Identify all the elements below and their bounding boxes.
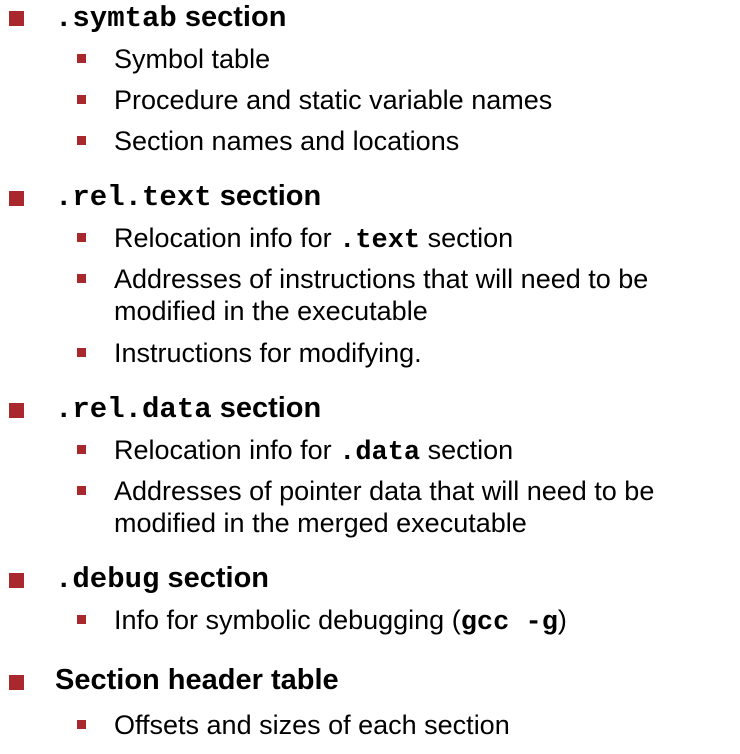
inline-code: gcc -g: [460, 608, 558, 638]
sub-item: Info for symbolic debugging (gcc -g): [114, 605, 567, 639]
sub-item: Procedure and static variable names: [114, 85, 553, 115]
sub-item-text: ): [557, 605, 567, 635]
heading-code: .rel.text: [55, 181, 212, 214]
sub-item-text: section: [420, 223, 514, 253]
level2-bullet-icon: [77, 233, 86, 242]
level2-bullet-icon: [77, 720, 86, 729]
heading-text: section: [176, 1, 287, 33]
level2-bullet-icon: [77, 615, 86, 624]
level2-bullet-icon: [77, 348, 86, 357]
inline-code: .data: [339, 438, 421, 468]
heading-text: section: [211, 180, 322, 212]
heading-code: .symtab: [55, 2, 177, 35]
sub-item-line: modified in the merged executable: [114, 508, 527, 538]
level1-bullet-icon: [9, 11, 24, 26]
level2-bullet-icon: [77, 274, 86, 283]
sub-item: Relocation info for .data section: [114, 435, 513, 469]
section-heading: .rel.text section: [55, 179, 321, 215]
level2-bullet-icon: [77, 95, 86, 104]
level1-bullet-icon: [9, 403, 24, 418]
section-heading: Section header table: [55, 664, 339, 696]
sub-item: Offsets and sizes of each section: [114, 710, 510, 740]
level1-bullet-icon: [9, 191, 24, 206]
heading-text: section: [211, 392, 322, 424]
section-heading: .debug section: [55, 561, 269, 597]
sub-item-text: Relocation info for: [114, 435, 340, 465]
level2-bullet-icon: [77, 445, 86, 454]
inline-code: .text: [339, 226, 421, 256]
sub-item-text: Info for symbolic debugging (: [114, 605, 461, 635]
sub-item-text: section: [420, 435, 514, 465]
heading-code: .rel.data: [55, 393, 212, 426]
level2-bullet-icon: [77, 136, 86, 145]
sub-item-line: Addresses of instructions that will need…: [114, 264, 649, 294]
level1-bullet-icon: [9, 675, 24, 690]
sub-item-line: Addresses of pointer data that will need…: [114, 476, 655, 506]
sub-item-text: Relocation info for: [114, 223, 340, 253]
level2-bullet-icon: [77, 54, 86, 63]
section-heading: .rel.data section: [55, 391, 321, 427]
heading-code: .debug: [55, 563, 160, 596]
section-heading: .symtab section: [55, 0, 286, 36]
heading-text: section: [159, 562, 270, 594]
level2-bullet-icon: [77, 486, 86, 495]
sub-item: Relocation info for .text section: [114, 223, 513, 257]
level1-bullet-icon: [9, 573, 24, 588]
sub-item: Section names and locations: [114, 126, 460, 156]
sub-item: Instructions for modifying.: [114, 338, 422, 368]
sub-item-line: modified in the executable: [114, 296, 428, 326]
sub-item: Symbol table: [114, 44, 271, 74]
